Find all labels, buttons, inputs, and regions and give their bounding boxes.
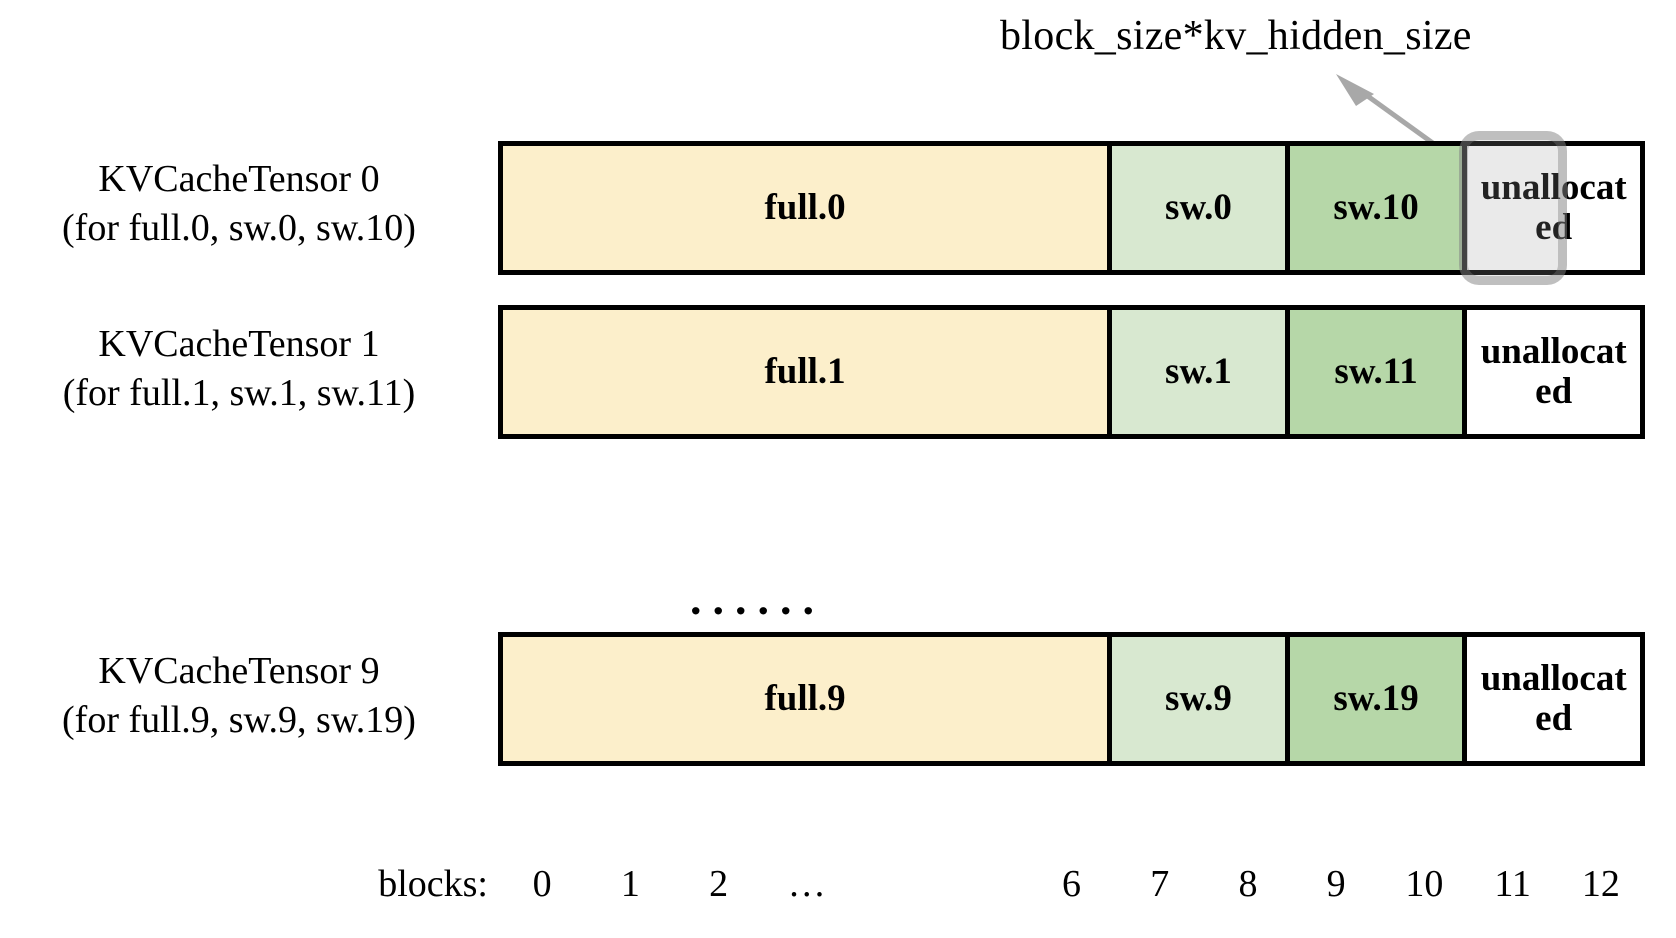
blocks-axis-tick: 10: [1405, 863, 1444, 905]
tensor-row-label-line2: (for full.0, sw.0, sw.10): [62, 206, 416, 249]
tensor-row-label-line2: (for full.9, sw.9, sw.19): [62, 698, 416, 741]
tensor-segment-label: sw.1: [1165, 350, 1232, 392]
kv-cache-tensor-bar[interactable]: full.9 sw.9 sw.19 unallocated: [498, 632, 1645, 766]
tensor-segment[interactable]: unallocated: [1462, 146, 1640, 270]
tensor-segment-label: sw.9: [1165, 677, 1232, 719]
tensor-segment-label: full.0: [764, 186, 846, 228]
tensor-segment-label: unallocated: [1480, 331, 1627, 412]
blocks-axis-tick: 9: [1326, 863, 1346, 905]
tensor-row-label-line1: KVCacheTensor 9: [98, 650, 380, 692]
tensor-segment[interactable]: sw.9: [1107, 637, 1285, 761]
blocks-axis-tick: 7: [1150, 863, 1170, 905]
tensor-segment[interactable]: full.0: [503, 146, 1108, 270]
kv-cache-tensor-bar[interactable]: full.1 sw.1 sw.11 unallocated: [498, 305, 1645, 439]
blocks-axis-title: blocks:: [378, 863, 488, 905]
tensor-row-label-line1: KVCacheTensor 1: [98, 323, 380, 365]
tensor-segment[interactable]: sw.1: [1107, 310, 1285, 434]
rows-ellipsis: ......: [690, 573, 825, 624]
tensor-segment[interactable]: unallocated: [1462, 637, 1640, 761]
tensor-segment-label: sw.0: [1165, 186, 1232, 228]
tensor-segment-label: sw.19: [1333, 677, 1419, 719]
tensor-segment[interactable]: sw.11: [1284, 310, 1463, 434]
blocks-axis-tick: 6: [1061, 863, 1081, 905]
tensor-segment[interactable]: full.9: [503, 637, 1108, 761]
tensor-segment[interactable]: sw.19: [1284, 637, 1463, 761]
tensor-row-label-line2: (for full.1, sw.1, sw.11): [62, 371, 416, 414]
tensor-row-label: KVCacheTensor 0 (for full.0, sw.0, sw.10): [0, 155, 478, 252]
blocks-axis-tick: 0: [532, 863, 552, 905]
tensor-segment-label: full.1: [764, 350, 846, 392]
tensor-segment-label: unallocated: [1480, 658, 1627, 739]
tensor-segment-label: sw.11: [1334, 350, 1418, 392]
tensor-segment-label: unallocated: [1480, 167, 1627, 248]
blocks-axis-tick: 1: [620, 863, 640, 905]
tensor-segment[interactable]: unallocated: [1462, 310, 1640, 434]
blocks-axis-tick: 11: [1494, 863, 1531, 905]
tensor-row-label-line1: KVCacheTensor 0: [98, 158, 380, 200]
tensor-segment[interactable]: sw.10: [1284, 146, 1463, 270]
kv-cache-tensor-bar[interactable]: full.0 sw.0 sw.10 unallocated: [498, 141, 1645, 275]
blocks-axis-tick: …: [787, 863, 826, 905]
blocks-axis-tick: 12: [1581, 863, 1620, 905]
tensor-row-label: KVCacheTensor 1 (for full.1, sw.1, sw.11): [0, 320, 478, 417]
tensor-segment-label: sw.10: [1333, 186, 1419, 228]
tensor-segment[interactable]: sw.0: [1107, 146, 1285, 270]
tensor-segment[interactable]: full.1: [503, 310, 1108, 434]
tensor-row-label: KVCacheTensor 9 (for full.9, sw.9, sw.19): [0, 647, 478, 744]
blocks-axis-tick: 8: [1238, 863, 1258, 905]
annotation-label: block_size*kv_hidden_size: [1000, 13, 1472, 59]
blocks-axis-tick: 2: [709, 863, 729, 905]
tensor-segment-label: full.9: [764, 677, 846, 719]
